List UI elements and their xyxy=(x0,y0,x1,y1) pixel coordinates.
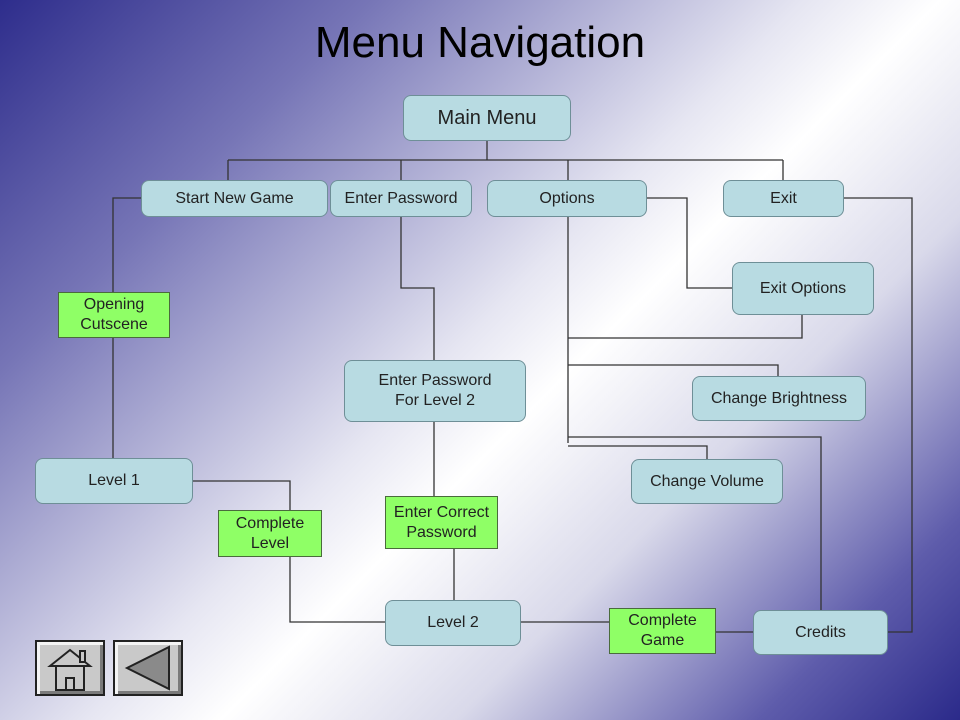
connector-start-to-cutscene xyxy=(112,197,141,292)
connector-options-to-exit-options xyxy=(647,197,732,289)
connector-exit-options-return xyxy=(568,315,803,339)
node-level-1[interactable]: Level 1 xyxy=(35,458,193,504)
node-level-2[interactable]: Level 2 xyxy=(385,600,521,646)
connector-complete-level-to-level2 xyxy=(289,557,385,623)
connector-exit-to-credits xyxy=(844,197,913,633)
node-enter-password-level2[interactable]: Enter Password For Level 2 xyxy=(344,360,526,422)
node-change-brightness[interactable]: Change Brightness xyxy=(692,376,866,421)
node-enter-correct-password[interactable]: Enter Correct Password xyxy=(385,496,498,549)
node-enter-password[interactable]: Enter Password xyxy=(330,180,472,217)
connector-level1-to-complete-level xyxy=(193,480,291,510)
node-complete-game[interactable]: Complete Game xyxy=(609,608,716,654)
connector-options-to-credits xyxy=(568,436,822,610)
home-icon xyxy=(47,648,93,691)
node-complete-level[interactable]: Complete Level xyxy=(218,510,322,557)
node-exit-options[interactable]: Exit Options xyxy=(732,262,874,315)
node-main-menu[interactable]: Main Menu xyxy=(403,95,571,141)
back-button[interactable] xyxy=(113,640,183,696)
back-arrow-icon xyxy=(124,645,170,691)
connector-password-to-level2-password xyxy=(400,217,435,360)
node-change-volume[interactable]: Change Volume xyxy=(631,459,783,504)
node-credits[interactable]: Credits xyxy=(753,610,888,655)
node-exit[interactable]: Exit xyxy=(723,180,844,217)
connector-options-to-volume xyxy=(568,445,708,459)
node-opening-cutscene[interactable]: Opening Cutscene xyxy=(58,292,170,338)
slide-title: Menu Navigation xyxy=(314,18,646,67)
node-start-new-game[interactable]: Start New Game xyxy=(141,180,328,217)
node-options[interactable]: Options xyxy=(487,180,647,217)
home-button[interactable] xyxy=(35,640,105,696)
connector-options-to-brightness xyxy=(568,364,779,376)
